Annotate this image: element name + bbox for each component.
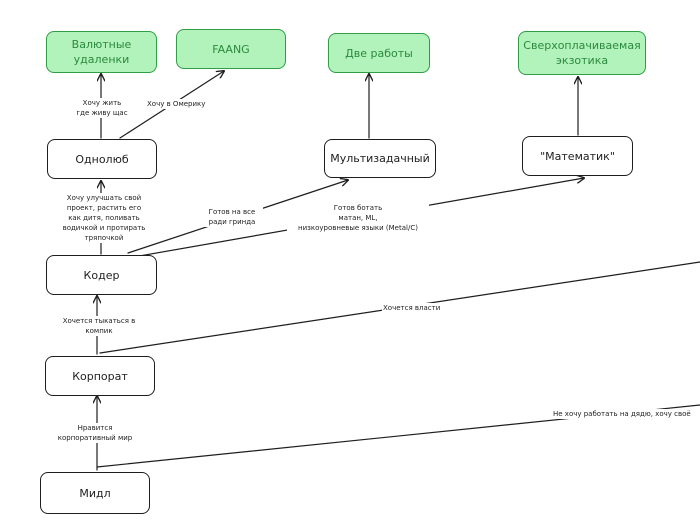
edge-label-hochu-zhit-line2: где живу щас [76, 109, 128, 117]
node-midl-label: Мидл [79, 486, 111, 500]
edge-label-hochu-zhit: Хочу жить где живу щас [72, 98, 132, 118]
node-koder-label: Кодер [83, 268, 120, 282]
node-midl[interactable]: Мидл [40, 472, 150, 514]
node-sverhoplachivaemaya-ekzotika[interactable]: Сверхоплачиваемая экзотика [518, 31, 646, 75]
node-odnolyub-label: Однолюб [75, 152, 129, 166]
node-faang-label: FAANG [212, 42, 250, 56]
node-dve-raboty[interactable]: Две работы [328, 33, 430, 73]
edge-label-omeriku: Хочу в Омерику [146, 99, 207, 109]
node-odnolyub[interactable]: Однолюб [47, 139, 157, 179]
edge-label-grind: Готов на все ради гринда [201, 207, 263, 227]
node-multizadachny[interactable]: Мультизадачный [324, 139, 436, 178]
node-ekzotika-label: Сверхоплачиваемая экзотика [523, 39, 641, 67]
node-faang[interactable]: FAANG [176, 29, 286, 69]
node-dve-raboty-label: Две работы [345, 46, 413, 60]
edge-label-nravitsya: Нравится корпоративный мир [52, 423, 138, 443]
node-korporat-label: Корпорат [72, 369, 128, 383]
node-matematik[interactable]: "Математик" [522, 136, 633, 176]
edge-label-vlasti: Хочется власти [382, 303, 442, 313]
edge-label-uluchshat: Хочу улучшать свой проект, растить его к… [58, 193, 150, 243]
node-valyutnye-udalenki[interactable]: Валютные удаленки [46, 31, 157, 73]
edge-label-tykatsya: Хочется тыкаться в компик [56, 316, 142, 336]
node-matematik-label: "Математик" [540, 149, 615, 163]
node-valyutnye-label: Валютные удаленки [71, 38, 132, 66]
node-korporat[interactable]: Корпорат [45, 356, 155, 396]
node-multizadachny-label: Мультизадачный [330, 152, 430, 165]
edge-label-botat: Готов ботать матан, ML, низкоуровневые я… [287, 203, 429, 233]
edge-label-ne-hochu: Не хочу работать на дядю, хочу своё [552, 409, 700, 419]
node-koder[interactable]: Кодер [46, 255, 157, 295]
edge-label-hochu-zhit-line1: Хочу жить [82, 99, 122, 107]
